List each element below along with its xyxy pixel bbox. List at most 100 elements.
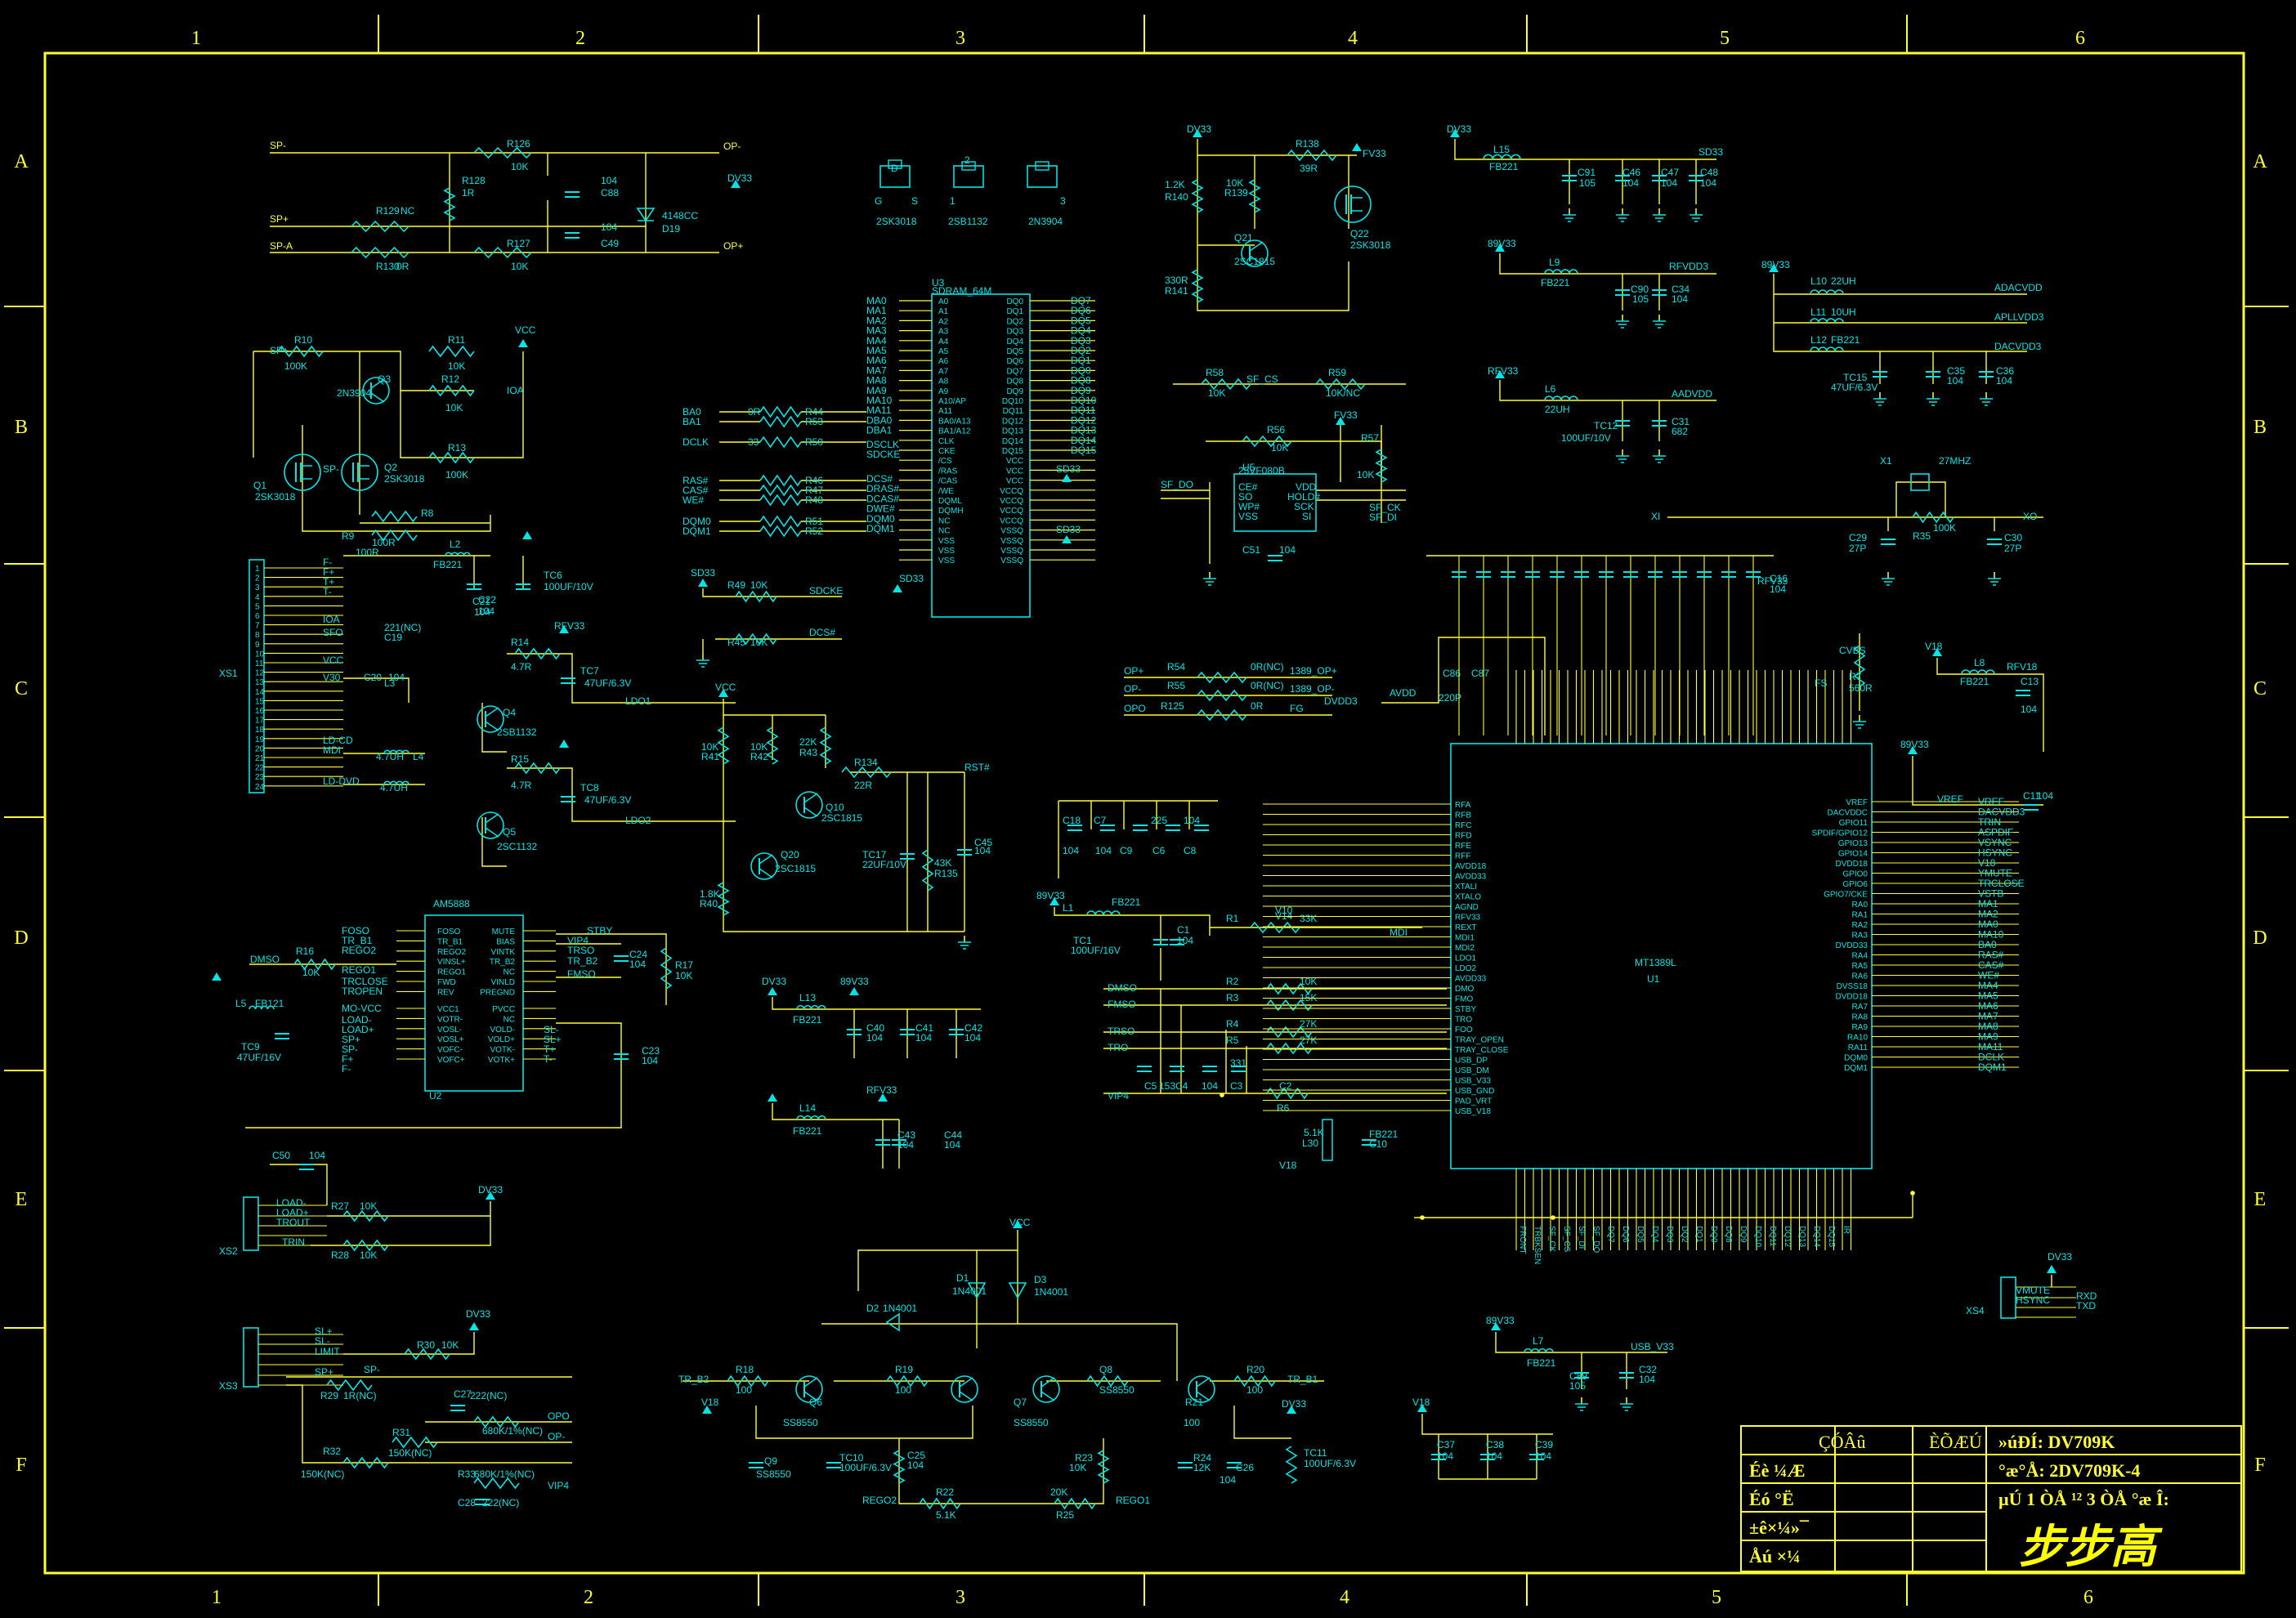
- part-label: 100UF/10V: [544, 581, 593, 592]
- part-label: 104: [1622, 177, 1639, 189]
- net-label: DACVDD3: [1978, 807, 2025, 818]
- part-label: C35: [1947, 365, 1965, 377]
- part-label: Q4: [503, 707, 516, 718]
- part-label: FB221: [793, 1125, 822, 1137]
- pin-label: FWD: [437, 978, 456, 987]
- pin-label: RA4: [1852, 952, 1869, 961]
- part-label: TR_B1: [342, 935, 373, 946]
- pin-label: RA7: [1852, 1003, 1869, 1012]
- part-label: LDO2: [625, 815, 651, 826]
- part-label: 47UF/16V: [237, 1052, 281, 1063]
- part-label: FV33: [1334, 409, 1358, 421]
- resistor-symbol: [759, 474, 802, 487]
- part-label: C24: [629, 949, 647, 960]
- connector-pin-number: 4: [255, 593, 260, 602]
- part-label: R13: [448, 442, 466, 454]
- net-label: DQ10: [1071, 395, 1097, 406]
- part-label: R31: [392, 1427, 410, 1438]
- part-label: 104: [1184, 815, 1200, 826]
- power-flag-icon: [1908, 746, 1918, 754]
- part-label: XO: [2023, 511, 2037, 522]
- part-label: C22: [478, 594, 496, 606]
- pin-label: VSSQ: [1000, 547, 1023, 556]
- part-label: CE#: [1238, 481, 1258, 493]
- pin-label: RFB: [1455, 811, 1471, 820]
- part-label: 10K: [511, 161, 528, 172]
- part-label: CVBS: [1839, 645, 1866, 656]
- part-label: TC17: [862, 849, 887, 860]
- resistor-symbol: [514, 647, 561, 660]
- part-label: C90: [1631, 284, 1649, 295]
- part-label: T-: [544, 1053, 553, 1065]
- part-label: LOAD+: [342, 1024, 374, 1035]
- part-label: 4.7R: [511, 780, 532, 791]
- part-label: 2N3904: [337, 387, 371, 399]
- part-label: RFV18: [2007, 661, 2038, 673]
- pin-label: VOTK+: [488, 1056, 515, 1065]
- part-label: R21: [1185, 1397, 1203, 1408]
- sheet-frame: [4, 15, 2289, 1606]
- part-label: V10: [1275, 905, 1293, 916]
- net-label: DCS#: [866, 473, 893, 485]
- resistor-symbol: [766, 726, 779, 765]
- net-label: DQ5: [1071, 315, 1091, 326]
- part-label: Q21: [1234, 232, 1253, 244]
- part-label: D19: [662, 223, 680, 235]
- part-label: R5: [1226, 1035, 1239, 1046]
- part-label: SP+: [270, 213, 289, 225]
- connector-pin-number: 10: [255, 650, 265, 659]
- part-label: C2: [1279, 1080, 1292, 1092]
- pin-label: MUTE: [492, 927, 516, 936]
- part-label: FB221: [1112, 896, 1141, 908]
- part-label: RFV33: [554, 620, 585, 632]
- part-label: F+: [342, 1053, 353, 1065]
- part-label: R49: [727, 579, 745, 591]
- inductor-symbol: [1483, 154, 1521, 160]
- net-label: DCAS#: [866, 493, 899, 504]
- part-label: 10K: [1271, 442, 1288, 454]
- part-label: 0R: [748, 406, 761, 418]
- part-label: MDI: [1390, 927, 1408, 938]
- part-label: 47UF/6.3V: [584, 677, 631, 689]
- pin-label: DQ2: [1006, 317, 1023, 326]
- part-label: FS: [1815, 677, 1827, 689]
- net-label: DQ3: [1665, 1226, 1674, 1243]
- part-label: 104: [642, 1055, 658, 1066]
- part-label: 104: [1177, 935, 1193, 946]
- part-label: C34: [1672, 284, 1690, 295]
- part-label: 104: [1437, 1450, 1453, 1462]
- part-label: 33K: [1300, 913, 1317, 924]
- part-label: R10: [294, 334, 312, 346]
- part-label: 1.2K: [1165, 179, 1185, 190]
- part-label: 22UF/10V: [862, 859, 906, 870]
- power-flag-icon: [1287, 1406, 1296, 1414]
- pin-label: SPDIF/GPIO12: [1812, 829, 1869, 838]
- pin-label: GPIO7/CKE: [1824, 891, 1868, 900]
- part-label: 150K(NC): [301, 1468, 344, 1480]
- part-label: LOAD-: [276, 1197, 307, 1209]
- pin-label: RFA: [1455, 801, 1471, 810]
- part-label: SO: [1238, 491, 1252, 503]
- resistor-symbol: [277, 345, 324, 358]
- part-label: 104: [309, 1150, 325, 1161]
- part-label: FB221: [1541, 277, 1570, 288]
- part-label: 25VF080B: [1238, 465, 1285, 476]
- part-label: R127: [507, 238, 530, 249]
- net-label: DQ13: [1071, 425, 1097, 436]
- pin-label: MDI2: [1455, 944, 1475, 953]
- pin-label: VOLD-: [490, 1026, 515, 1035]
- power-flag-icon: [731, 180, 741, 188]
- part-label: 2: [964, 154, 970, 166]
- part-label: 100UF/6.3V: [1304, 1458, 1356, 1469]
- inductor-symbol: [1544, 269, 1578, 275]
- part-label: C37: [1437, 1439, 1455, 1450]
- pin-label: A7: [938, 367, 949, 376]
- part-label: RXD: [2076, 1290, 2097, 1302]
- part-label: C4: [1175, 1080, 1188, 1092]
- part-label: 10K: [445, 402, 463, 413]
- part-label: 5.1K: [936, 1509, 956, 1521]
- part-label: 2SC1132: [497, 841, 537, 852]
- part-label: VMUTE: [2016, 1285, 2050, 1296]
